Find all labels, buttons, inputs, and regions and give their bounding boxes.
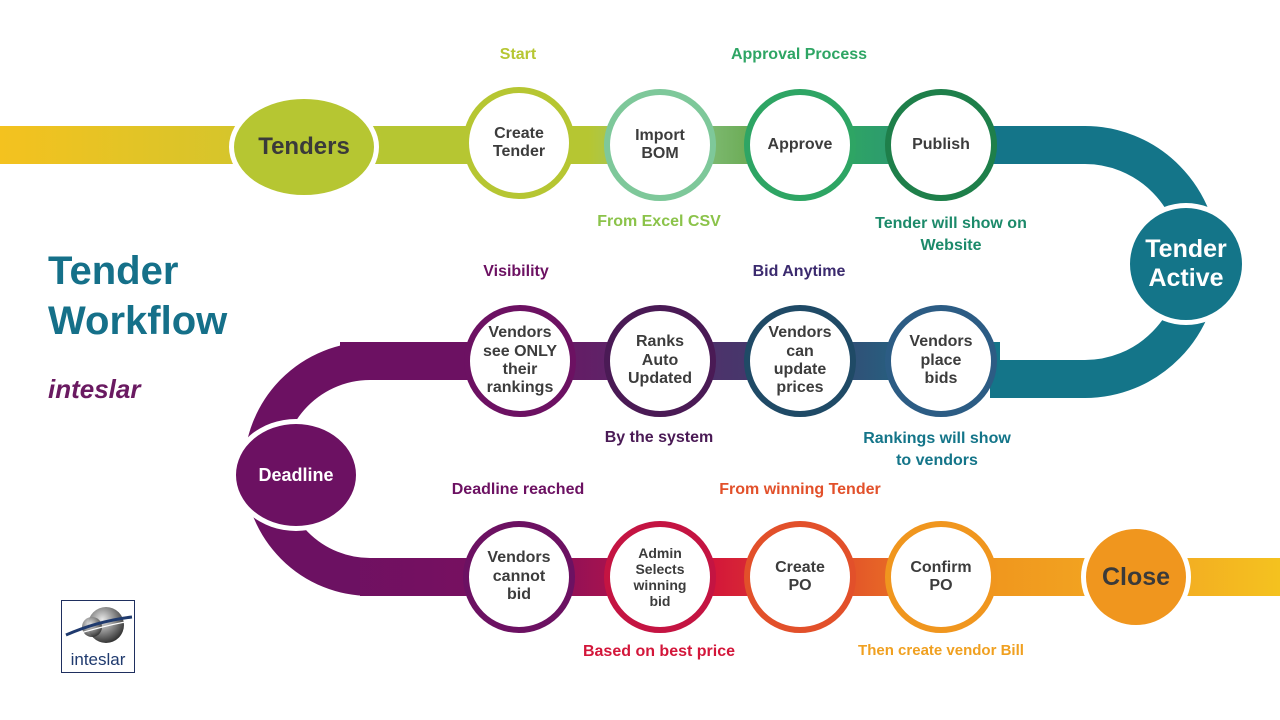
page-title: Tender Workflow (48, 249, 228, 343)
node-admin-selects-bid: Admin Selects winning bid (604, 521, 716, 633)
node-ranks-auto-updated: Ranks Auto Updated (604, 305, 716, 417)
caption-best-price: Based on best price (582, 643, 736, 660)
caption-start: Start (499, 46, 537, 63)
caption-tender-website: Tender will show on Website (875, 215, 1027, 255)
node-vendors-update-prices: Vendors can update prices (744, 305, 856, 417)
node-create-tender: Create Tender (463, 87, 575, 199)
caption-from-excel: From Excel CSV (597, 213, 721, 230)
brand-name: inteslar (48, 374, 141, 404)
node-create-po: Create PO (744, 521, 856, 633)
inteslar-logo: inteslar (61, 600, 135, 673)
logo-text: inteslar (70, 650, 126, 669)
caption-vendor-bill: Then create vendor Bill (858, 642, 1024, 659)
node-vendors-see-rankings: Vendors see ONLY their rankings (464, 305, 576, 417)
caption-approval-process: Approval Process (730, 46, 868, 63)
caption-by-system: By the system (604, 429, 714, 446)
node-vendors-place-bids: Vendors place bids (885, 305, 997, 417)
caption-visibility: Visibility (483, 263, 549, 280)
node-publish: Publish (885, 89, 997, 201)
globe-icon (65, 607, 133, 643)
tenders-oval: Tenders (229, 94, 379, 200)
caption-rankings-show: Rankings will show to vendors (863, 430, 1011, 470)
deadline-oval: Deadline (231, 419, 361, 531)
close-circle: Close (1081, 524, 1191, 630)
node-import-bom: Import BOM (604, 89, 716, 201)
caption-bid-anytime: Bid Anytime (752, 263, 846, 280)
caption-from-winning: From winning Tender (719, 481, 881, 498)
node-approve: Approve (744, 89, 856, 201)
tender-active-circle: Tender Active (1125, 203, 1247, 325)
node-confirm-po: Confirm PO (885, 521, 997, 633)
caption-deadline-reached: Deadline reached (451, 481, 585, 498)
node-vendors-cannot-bid: Vendors cannot bid (463, 521, 575, 633)
